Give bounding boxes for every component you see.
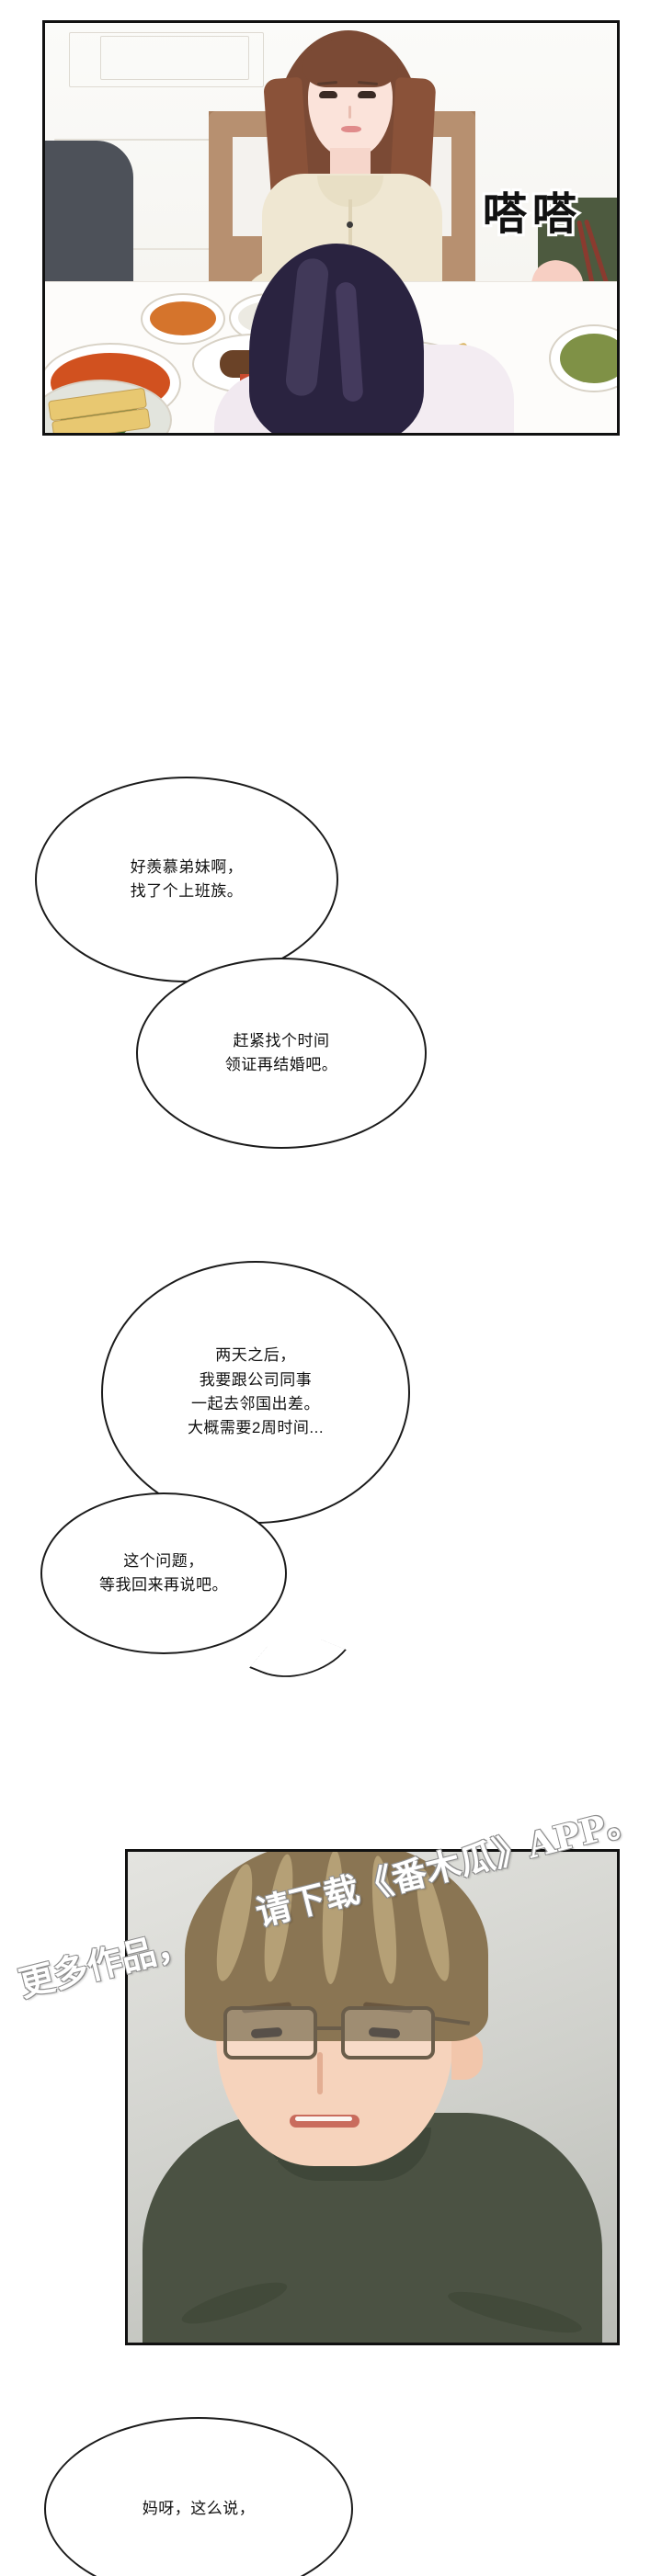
speech-bubble-1-text: 好羨慕弟妹啊， 找了个上班族。 bbox=[130, 857, 244, 900]
speech-bubble-3-text: 两天之后， 我要跟公司同事 一起去邻国出差。 大概需要2周时间... bbox=[187, 1346, 325, 1437]
man-nose bbox=[317, 2052, 323, 2094]
speech-bubble-5: 妈呀，这么说， bbox=[44, 2417, 353, 2576]
woman-mouth bbox=[341, 126, 361, 132]
speech-bubble-1: 好羨慕弟妹啊， 找了个上班族。 bbox=[35, 777, 338, 982]
glasses-lens-left bbox=[223, 2006, 317, 2060]
shirt-button bbox=[347, 221, 353, 228]
glasses-icon bbox=[223, 2006, 471, 2063]
speech-bubble-2: 赶紧找个时间 领证再结婚吧。 bbox=[136, 958, 427, 1149]
wall-line-upper bbox=[54, 139, 284, 141]
hair-highlight bbox=[410, 1865, 456, 1984]
dish-green-side bbox=[549, 324, 617, 392]
speech-bubble-4-tail bbox=[249, 1625, 347, 1693]
woman-eye-left bbox=[319, 91, 337, 98]
sfx-char-2: 嗒 bbox=[530, 186, 582, 243]
hair-highlight bbox=[258, 1853, 299, 1983]
speech-bubble-4: 这个问题， 等我回来再说吧。 bbox=[40, 1492, 287, 1654]
man-mouth bbox=[290, 2115, 360, 2128]
man-with-glasses-panel bbox=[125, 1849, 620, 2345]
bowl-stew bbox=[141, 293, 225, 345]
woman-eye-right bbox=[358, 91, 376, 98]
speech-bubble-2-text: 赶紧找个时间 领证再结婚吧。 bbox=[224, 1031, 338, 1073]
glasses-lens-right bbox=[341, 2006, 435, 2060]
shirt-fold bbox=[445, 2284, 585, 2341]
hair-highlight bbox=[367, 1855, 402, 1985]
sfx-char-1: 嗒 bbox=[480, 186, 532, 243]
shirt-fold bbox=[177, 2275, 291, 2332]
wall-line-lower bbox=[54, 248, 284, 250]
hair-highlight bbox=[320, 1852, 346, 1985]
speech-bubble-3: 两天之后， 我要跟公司同事 一起去邻国出差。 大概需要2周时间... bbox=[101, 1261, 410, 1524]
foreground-woman-hair bbox=[249, 244, 424, 433]
wall-moulding bbox=[69, 32, 264, 87]
speech-bubble-4-text: 这个问题， 等我回来再说吧。 bbox=[99, 1551, 228, 1594]
wall-moulding-inner bbox=[100, 36, 249, 80]
woman-nose bbox=[348, 106, 351, 119]
sound-effect-text: 嗒嗒 bbox=[480, 177, 582, 243]
speech-bubble-5-text: 妈呀，这么说， bbox=[142, 2499, 256, 2517]
dinner-table-panel: 嗒嗒 bbox=[42, 20, 620, 436]
woman-fringe bbox=[302, 40, 398, 87]
glasses-bridge bbox=[315, 2026, 345, 2030]
